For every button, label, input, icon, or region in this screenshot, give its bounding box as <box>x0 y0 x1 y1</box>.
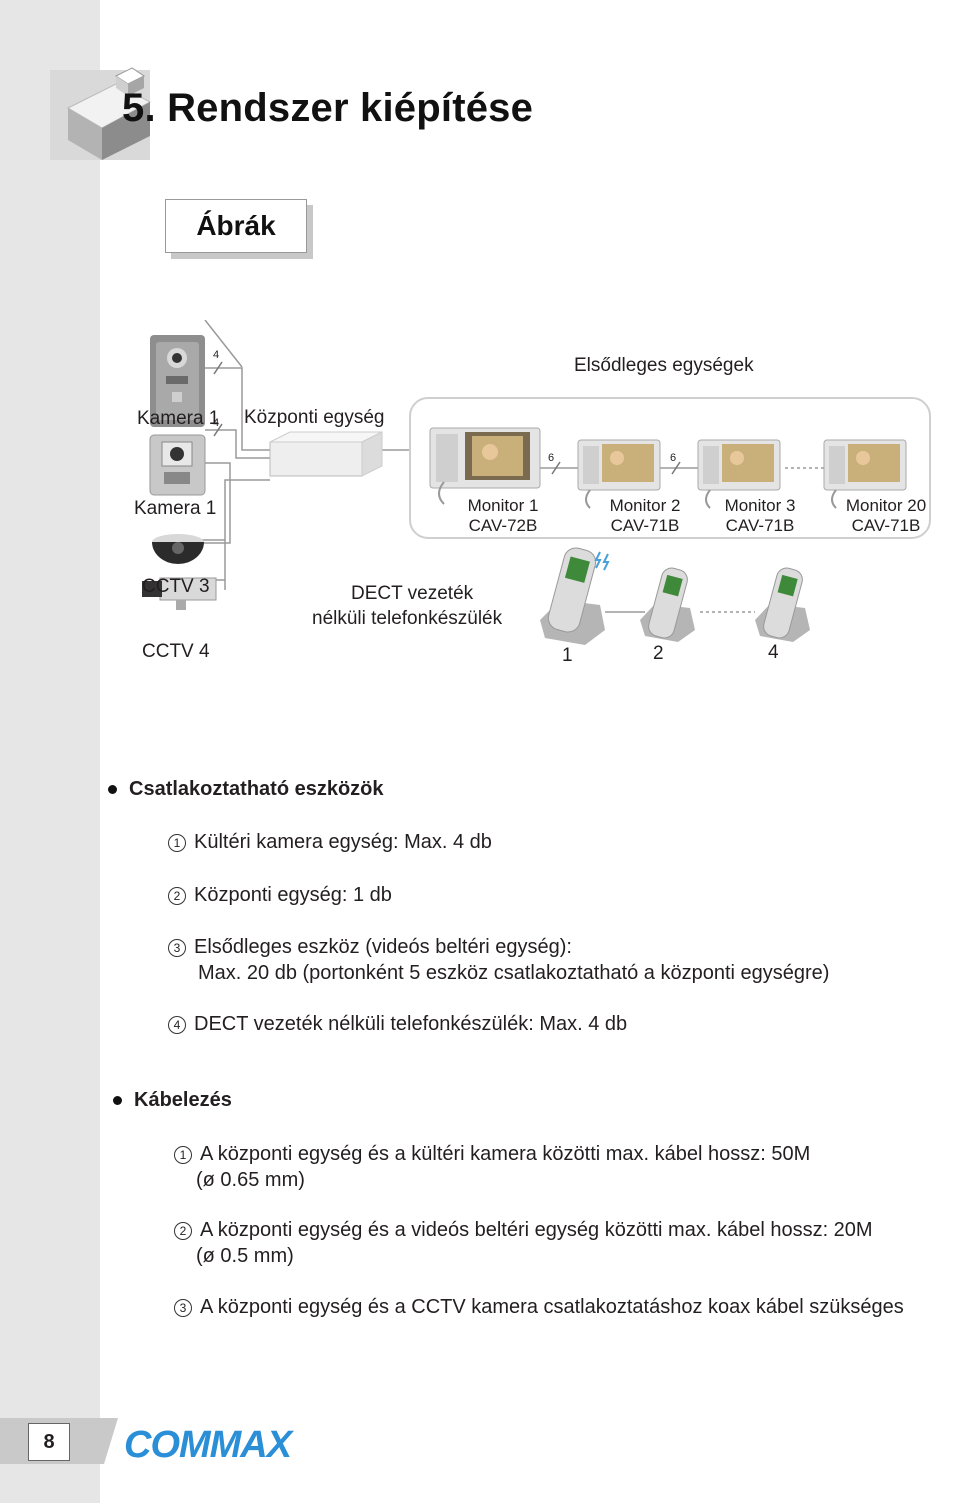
handset-4-number: 4 <box>768 642 779 663</box>
page-title: 5. Rendszer kiépítése <box>122 86 534 130</box>
cabling-heading: Kábelezés <box>113 1089 232 1112</box>
dect-handset-1-icon <box>540 547 605 645</box>
bullet-dot <box>113 1096 122 1106</box>
monitor-20-icon <box>823 439 907 509</box>
cube-icon <box>50 67 152 160</box>
outdoor-camera-top-icon <box>150 335 205 427</box>
monitor-1-icon <box>429 427 541 505</box>
monitor-1-label: Monitor 1 CAV-72B <box>456 496 550 536</box>
monitor-3-label: Monitor 3 CAV-71B <box>713 496 807 536</box>
device-item-2: 2 Központi egység: 1 db <box>168 882 392 908</box>
central-unit-icon <box>269 431 383 477</box>
camera-top-label: Kamera 1 <box>137 408 220 429</box>
dect-label-line1: DECT vezeték <box>351 583 474 604</box>
dome-camera-icon <box>152 534 204 564</box>
monitor-2-label: Monitor 2 CAV-71B <box>598 496 692 536</box>
devices-heading: Csatlakoztatható eszközök <box>108 778 384 801</box>
device-item-3-text2: Max. 20 db (portonként 5 eszköz csatlako… <box>198 962 830 984</box>
monitor-1-name: Monitor 1 <box>467 496 539 515</box>
primary-units-frame <box>409 397 931 539</box>
monitor-2-icon <box>577 439 661 509</box>
device-item-4: 4 DECT vezeték nélküli telefonkészülék: M… <box>168 1011 627 1037</box>
wire-count-c: 6 <box>548 452 555 464</box>
device-item-4-text: DECT vezeték nélküli telefonkészülék: Ma… <box>194 1013 628 1035</box>
dect-label-line2: nélküli telefonkészülék <box>312 608 503 629</box>
monitor-3-icon <box>697 439 781 509</box>
monitor-3-model: CAV-71B <box>725 516 795 535</box>
cabling-item-2: 2 A központi egység és a videós beltéri e… <box>174 1217 873 1269</box>
cabling-item-3: 3 A központi egység és a CCTV kamera csat… <box>174 1294 904 1320</box>
handset-1-number: 1 <box>562 645 573 666</box>
section-heading: Ábrák <box>196 210 276 241</box>
primary-units-label: Elsődleges egységek <box>574 355 754 376</box>
wire-count-b: 4 <box>213 417 220 429</box>
wireless-signal-icon <box>594 551 610 571</box>
section-heading-box: Ábrák <box>165 199 307 253</box>
monitor-20-model: CAV-71B <box>851 516 921 535</box>
cabling-heading-text: Kábelezés <box>134 1089 232 1111</box>
device-item-3-text: Elsődleges eszköz (videós beltéri egység… <box>194 936 572 958</box>
cabling-item-1-text: A központi egység és a kültéri kamera kö… <box>200 1143 811 1165</box>
device-item-1: 1 Kültéri kamera egység: Max. 4 db <box>168 829 492 855</box>
box-camera-icon <box>142 577 217 610</box>
item-number-badge: 2 <box>174 1222 192 1240</box>
left-sidebar-band <box>0 0 100 1503</box>
wire-count-d: 6 <box>670 452 677 464</box>
device-item-2-text: Központi egység: 1 db <box>194 884 392 906</box>
cctv-a-label: CCTV 3 <box>142 576 210 597</box>
item-number-badge: 2 <box>168 887 186 905</box>
item-number-badge: 3 <box>174 1299 192 1317</box>
cabling-item-1: 1 A központi egység és a kültéri kamera k… <box>174 1141 810 1193</box>
cabling-item-1-text2: (ø 0.65 mm) <box>196 1169 305 1191</box>
monitor-3-name: Monitor 3 <box>724 496 796 515</box>
handset-2-number: 2 <box>653 643 664 664</box>
commax-logo: COMMAX <box>124 1424 292 1466</box>
outdoor-camera-bottom-icon <box>149 434 206 496</box>
item-number-badge: 1 <box>168 834 186 852</box>
wire-count-a: 4 <box>213 349 220 361</box>
page-number: 8 <box>28 1423 70 1461</box>
device-item-1-text: Kültéri kamera egység: Max. 4 db <box>194 831 492 853</box>
monitor-20-name: Monitor 20 <box>845 496 927 515</box>
wire-count-marks <box>213 361 681 475</box>
camera-bottom-label: Kamera 1 <box>134 498 217 519</box>
central-unit-label: Központi egység <box>244 407 385 428</box>
item-number-badge: 4 <box>168 1016 186 1034</box>
monitor-1-model: CAV-72B <box>468 516 538 535</box>
dect-handset-4-icon <box>755 567 810 642</box>
bullet-dot <box>108 785 117 795</box>
monitor-20-label: Monitor 20 CAV-71B <box>836 496 936 536</box>
item-number-badge: 3 <box>168 939 186 957</box>
monitor-2-model: CAV-71B <box>610 516 680 535</box>
dect-handset-2-icon <box>640 567 695 642</box>
devices-heading-text: Csatlakoztatható eszközök <box>129 778 384 800</box>
device-item-3: 3 Elsődleges eszköz (videós beltéri egysé… <box>168 934 829 986</box>
system-diagram <box>142 320 931 645</box>
cabling-item-3-text: A központi egység és a CCTV kamera csatl… <box>200 1296 904 1318</box>
cctv-b-label: CCTV 4 <box>142 641 210 662</box>
monitor-2-name: Monitor 2 <box>609 496 681 515</box>
cabling-item-2-text: A központi egység és a videós beltéri eg… <box>200 1219 873 1241</box>
cabling-item-2-text2: (ø 0.5 mm) <box>196 1245 294 1267</box>
item-number-badge: 1 <box>174 1146 192 1164</box>
